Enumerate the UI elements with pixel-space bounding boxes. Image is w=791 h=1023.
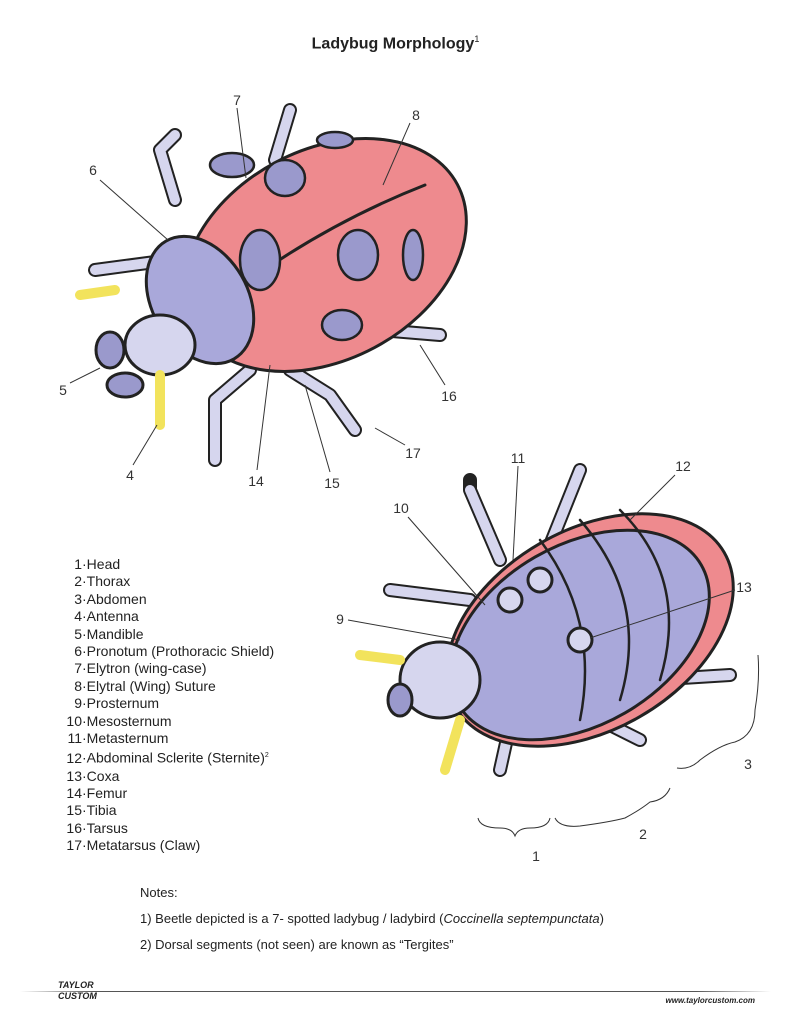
legend-item: 4·Antenna <box>62 608 274 625</box>
legend-number: 13 <box>66 767 82 784</box>
legend-number: 9 <box>74 695 82 712</box>
footer-url[interactable]: www.taylorcustom.com <box>665 996 756 1005</box>
legend-label: Tarsus <box>86 819 128 836</box>
head <box>123 313 197 377</box>
legend-label: Elytral (Wing) Suture <box>86 677 216 694</box>
note-1-text: 1) Beetle depicted is a 7- spotted ladyb… <box>140 911 444 926</box>
note-1-species: Coccinella septempunctata <box>443 911 600 926</box>
legend-label: Mandible <box>86 625 144 642</box>
legend-item: 11·Metasternum <box>62 730 274 747</box>
legend-item: 8·Elytral (Wing) Suture <box>62 678 274 695</box>
legend-number: 3 <box>74 590 82 607</box>
leader-lines <box>69 107 760 838</box>
notes: Notes: 1) Beetle depicted is a 7- spotte… <box>140 880 604 958</box>
callout-3: 3 <box>744 756 752 772</box>
elytra-spots <box>208 130 425 342</box>
callout-8: 8 <box>412 107 420 123</box>
legend-label: Metasternum <box>86 730 169 747</box>
note-1-close: ) <box>599 911 604 926</box>
brace-head <box>477 817 551 838</box>
legend-number: 15 <box>66 802 82 819</box>
callout-2: 2 <box>639 826 647 842</box>
legend-number: 11 <box>67 730 82 747</box>
legend-label: Thorax <box>86 573 131 590</box>
title-text: Ladybug Morphology <box>311 35 475 53</box>
legend-item: 15·Tibia <box>62 802 274 819</box>
dorsal-legs <box>88 103 447 467</box>
legend-label: Elytron (wing-case) <box>86 660 207 677</box>
notes-heading: Notes: <box>140 885 178 900</box>
legend-item: 14·Femur <box>62 785 274 802</box>
legend-item: 16·Tarsus <box>62 820 274 837</box>
ventral-ladybug <box>355 463 737 777</box>
legend-number: 6 <box>74 643 82 660</box>
antenna-left <box>75 285 120 300</box>
legend-item: 6·Pronotum (Prothoracic Shield) <box>62 643 274 660</box>
legend-number: 12 <box>66 750 82 767</box>
legend-item: 17·Metatarsus (Claw) <box>62 837 274 854</box>
callout-9: 9 <box>336 611 344 627</box>
page-title: Ladybug Morphology1 <box>0 34 791 53</box>
logo-top: TAYLOR <box>58 980 94 990</box>
callout-17: 17 <box>405 445 421 461</box>
legend-label: Abdominal Sclerite (Sternite) <box>86 750 265 767</box>
legend-number: 1 <box>74 556 82 572</box>
legend-item: 2·Thorax <box>62 573 274 590</box>
callout-5: 5 <box>59 382 67 398</box>
legend-item: 12·Abdominal Sclerite (Sternite)2 <box>62 747 274 767</box>
callout-14: 14 <box>248 473 264 489</box>
legend-label: Mesosternum <box>86 712 172 729</box>
legend-item: 1·Head <box>62 556 274 573</box>
legend-number: 5 <box>74 625 82 642</box>
legend-item: 5·Mandible <box>62 626 274 643</box>
title-footnote-marker: 1 <box>474 34 480 44</box>
mandible <box>94 330 126 370</box>
note-2: 2) Dorsal segments (not seen) are known … <box>140 937 454 952</box>
callout-10: 10 <box>393 500 409 516</box>
legend-number: 4 <box>74 608 82 625</box>
legend-number: 8 <box>74 677 82 694</box>
legend-label: Tibia <box>86 802 117 819</box>
legend-label: Antenna <box>86 608 139 625</box>
brace-abdomen <box>676 654 760 769</box>
legend-label: Coxa <box>86 767 120 784</box>
legend-number: 2 <box>74 573 82 590</box>
callout-13: 13 <box>736 579 752 595</box>
legend-item: 13·Coxa <box>62 768 274 785</box>
callout-16: 16 <box>441 388 457 404</box>
legend-number: 17 <box>66 837 82 854</box>
footer-divider <box>20 991 771 992</box>
callout-7: 7 <box>233 92 241 108</box>
logo-bottom: CUSTOM <box>58 991 97 1001</box>
callout-15: 15 <box>324 475 340 491</box>
legend-label: Prosternum <box>86 695 160 712</box>
dorsal-ladybug <box>75 103 468 467</box>
legend-number: 7 <box>74 660 82 677</box>
legend-footnote: 2 <box>264 752 269 760</box>
sternite-lines <box>538 508 671 722</box>
callout-4: 4 <box>126 467 134 483</box>
legend-number: 14 <box>66 784 82 801</box>
legend-item: 9·Prosternum <box>62 695 274 712</box>
legend-label: Head <box>86 556 121 572</box>
legend-label: Femur <box>86 784 128 801</box>
legend-label: Metatarsus (Claw) <box>86 837 201 854</box>
note-1: 1) Beetle depicted is a 7- spotted ladyb… <box>140 906 604 932</box>
legend-item: 10·Mesosternum <box>62 713 274 730</box>
callout-11: 11 <box>510 450 526 466</box>
legend-label: Abdomen <box>86 590 147 607</box>
legend-item: 7·Elytron (wing-case) <box>62 660 274 677</box>
brace-thorax <box>554 787 671 827</box>
callout-12: 12 <box>675 458 691 474</box>
legend-number: 10 <box>66 712 82 729</box>
callout-6: 6 <box>89 162 97 178</box>
callout-1: 1 <box>532 848 540 864</box>
head-ventral <box>398 640 482 720</box>
legend-number: 16 <box>66 819 82 836</box>
legend-item: 3·Abdomen <box>62 591 274 608</box>
legend-label: Pronotum (Prothoracic Shield) <box>86 643 275 660</box>
